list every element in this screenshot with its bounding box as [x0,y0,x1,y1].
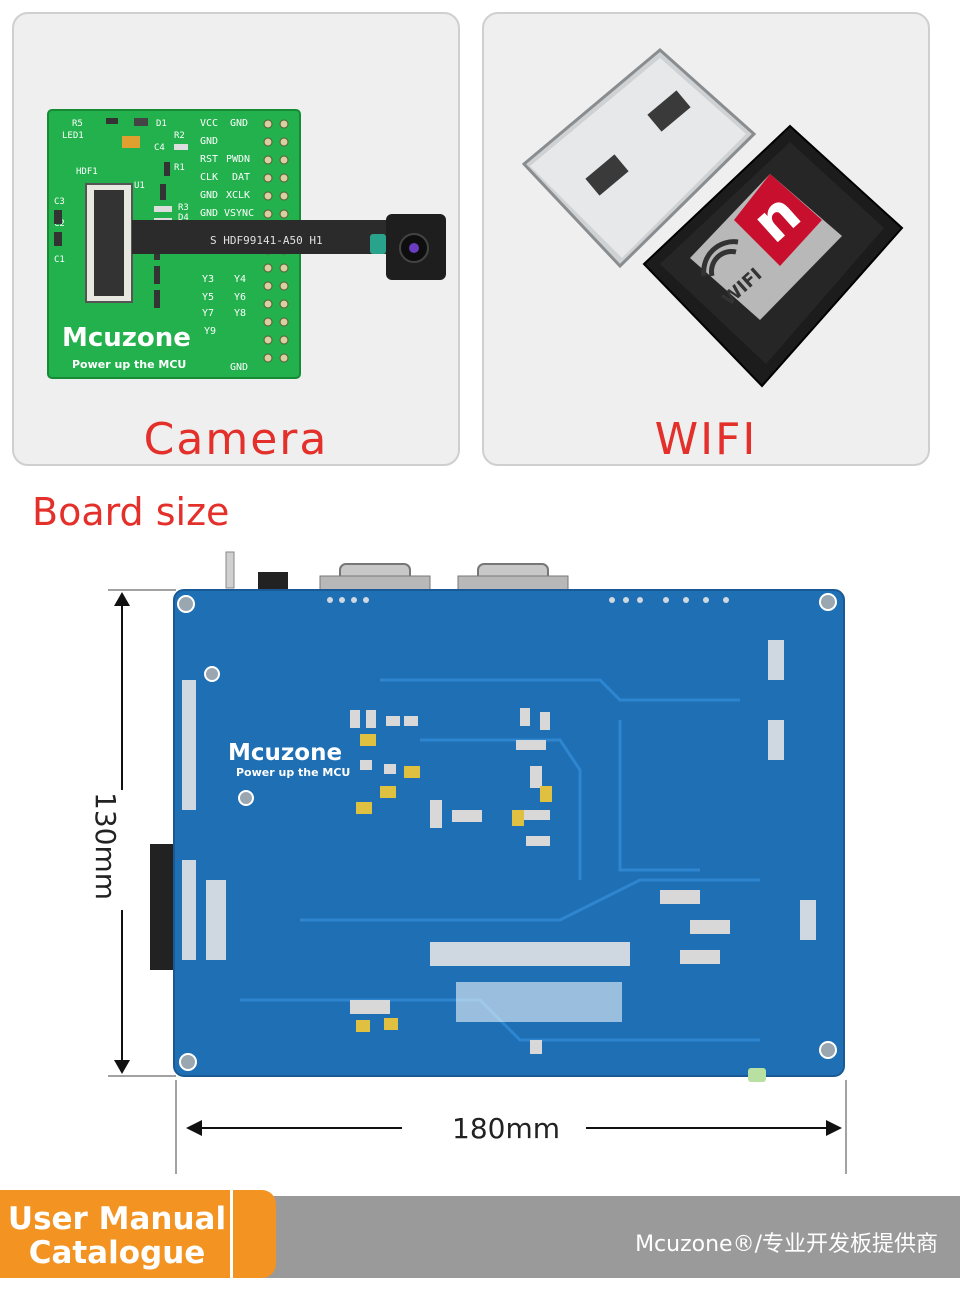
wifi-label: WIFI [654,414,758,465]
pin-label: Y3 [202,274,214,285]
user-manual-catalogue-tab[interactable]: User Manual Catalogue [0,1190,276,1278]
silkscreen-label: R1 [174,163,185,173]
pin-label: Y5 [202,292,214,303]
board-outline [173,589,845,1077]
pin-label: GND [200,208,218,219]
pin-label: Y7 [202,308,214,319]
board-tagline: Power up the MCU [236,766,350,779]
footer-divider [230,1190,233,1278]
pin-label: VCC [200,118,218,129]
wifi-dongle-image: n WIFI [521,48,904,388]
pin-label: CLK [200,172,218,183]
pin-label: Y8 [234,308,246,319]
pin-label: GND [200,190,218,201]
silkscreen-label: C4 [154,143,165,153]
wifi-signal-icon [701,239,739,277]
pin-label: DAT [232,172,250,183]
silkscreen-label: HDF1 [76,167,98,177]
pin-label: Y4 [234,274,246,285]
pin-label: RST [200,154,218,165]
silkscreen-label: D1 [156,119,167,129]
width-label: 180mm [452,1112,560,1145]
ribbon-text: S HDF99141-A50 H1 [210,234,323,247]
silkscreen-label: R3 [178,203,189,213]
camera-module-image: VCC GND RST CLK GND GND GND PWDN DAT XCL… [47,109,446,379]
camera-label: Camera [143,414,329,465]
pin-label: Y9 [204,326,216,337]
board-brand: Mcuzone [228,740,342,766]
pin-label: Y6 [234,292,246,303]
camera-module-brand: Mcuzone [62,323,191,353]
pin-label: VSYNC [224,208,254,219]
camera-module-tagline: Power up the MCU [72,358,186,371]
board-diagram: Mcuzone Power up the MCU 130mm 180mm [89,551,847,1174]
silkscreen-label: R2 [174,131,185,141]
silkscreen-label: LED1 [62,131,84,141]
pin-label: GND [200,136,218,147]
footer-tab-line1: User Manual [7,1201,227,1237]
wifi-card: n WIFI WIFI [482,12,930,466]
pin-label: GND [230,118,248,129]
footer: Mcuzone®/专业开发板提供商 User Manual Catalogue [0,1190,960,1289]
pin-label: XCLK [226,190,250,201]
silkscreen-label: C1 [54,255,65,265]
pin-label: PWDN [226,154,250,165]
silkscreen-label: D4 [178,213,189,223]
pin-label: GND [230,362,248,373]
footer-tab-text: User Manual Catalogue [6,1202,228,1270]
silkscreen-label: C3 [54,197,65,207]
height-label: 130mm [89,792,122,900]
silkscreen-label: R5 [72,119,83,129]
board-size-title: Board size [32,490,230,534]
footer-tab-line2: Catalogue [28,1235,206,1271]
silkscreen-label: U1 [134,181,145,191]
footer-bar: Mcuzone®/专业开发板提供商 [236,1196,960,1278]
camera-card: VCC GND RST CLK GND GND GND PWDN DAT XCL… [12,12,460,466]
footer-brand: Mcuzone®/专业开发板提供商 [635,1232,938,1257]
